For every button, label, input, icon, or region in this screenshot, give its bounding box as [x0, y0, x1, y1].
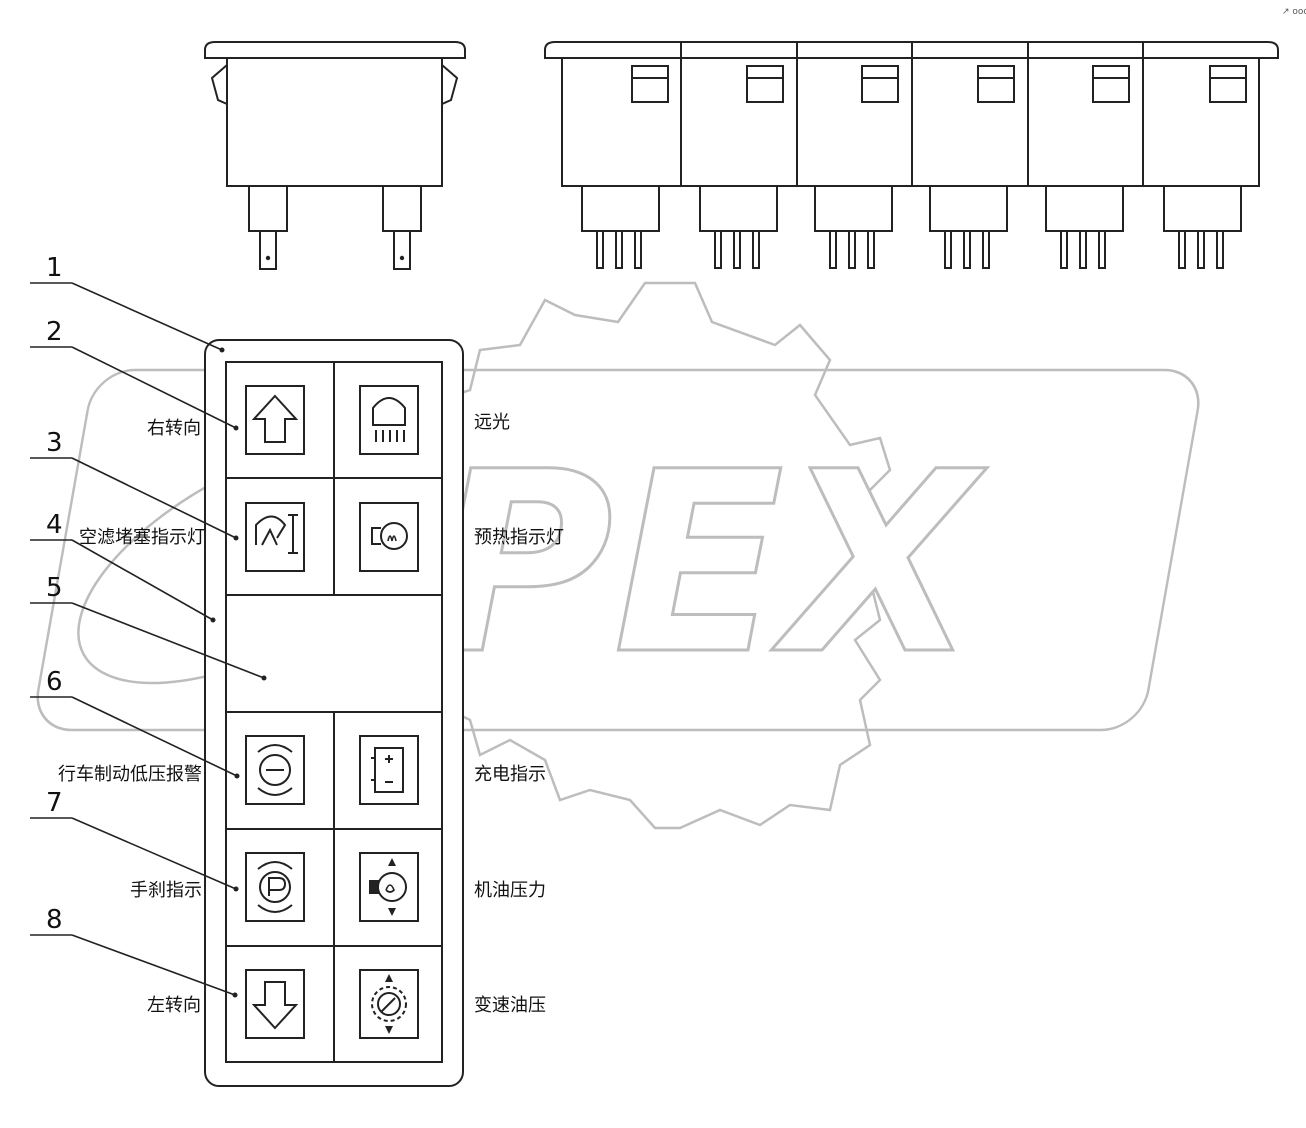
label-transmission: 变速油压	[474, 995, 546, 1016]
transmission-pressure-icon	[359, 969, 419, 1039]
label-oil-pressure: 机油压力	[474, 880, 546, 901]
label-left-turn: 左转向	[147, 995, 201, 1016]
oil-pressure-icon	[359, 852, 419, 922]
high-beam-icon	[359, 385, 419, 455]
callout-7: 7	[46, 788, 63, 818]
right-turn-icon	[245, 385, 305, 455]
label-brake-pressure: 行车制动低压报警	[58, 764, 202, 785]
watermark-text: PEX	[430, 418, 987, 709]
label-preheat: 预热指示灯	[474, 527, 564, 548]
preheat-icon	[359, 502, 419, 572]
callout-1: 1	[46, 253, 63, 283]
leader-lines	[30, 282, 267, 998]
side-view	[204, 41, 466, 270]
callout-2: 2	[46, 317, 63, 347]
corner-mark: ↗ ooo	[1282, 7, 1306, 17]
callout-4: 4	[46, 510, 63, 540]
air-filter-icon	[245, 502, 305, 572]
label-air-filter: 空滤堵塞指示灯	[79, 527, 205, 548]
label-right-turn: 右转向	[147, 418, 201, 439]
label-handbrake: 手刹指示	[130, 880, 202, 901]
battery-icon	[359, 735, 419, 805]
watermark-badge	[36, 368, 1200, 732]
watermark: PEX	[36, 281, 1200, 830]
panel-body	[204, 339, 464, 1087]
label-high-beam: 远光	[474, 412, 510, 433]
callout-8: 8	[46, 905, 63, 935]
callout-3: 3	[46, 428, 63, 458]
callout-5: 5	[46, 573, 63, 603]
label-charging: 充电指示	[474, 764, 546, 785]
front-view	[544, 41, 1279, 269]
callout-6: 6	[46, 667, 63, 697]
left-turn-icon	[245, 969, 305, 1039]
brake-pressure-icon	[245, 735, 305, 805]
handbrake-icon	[245, 852, 305, 922]
